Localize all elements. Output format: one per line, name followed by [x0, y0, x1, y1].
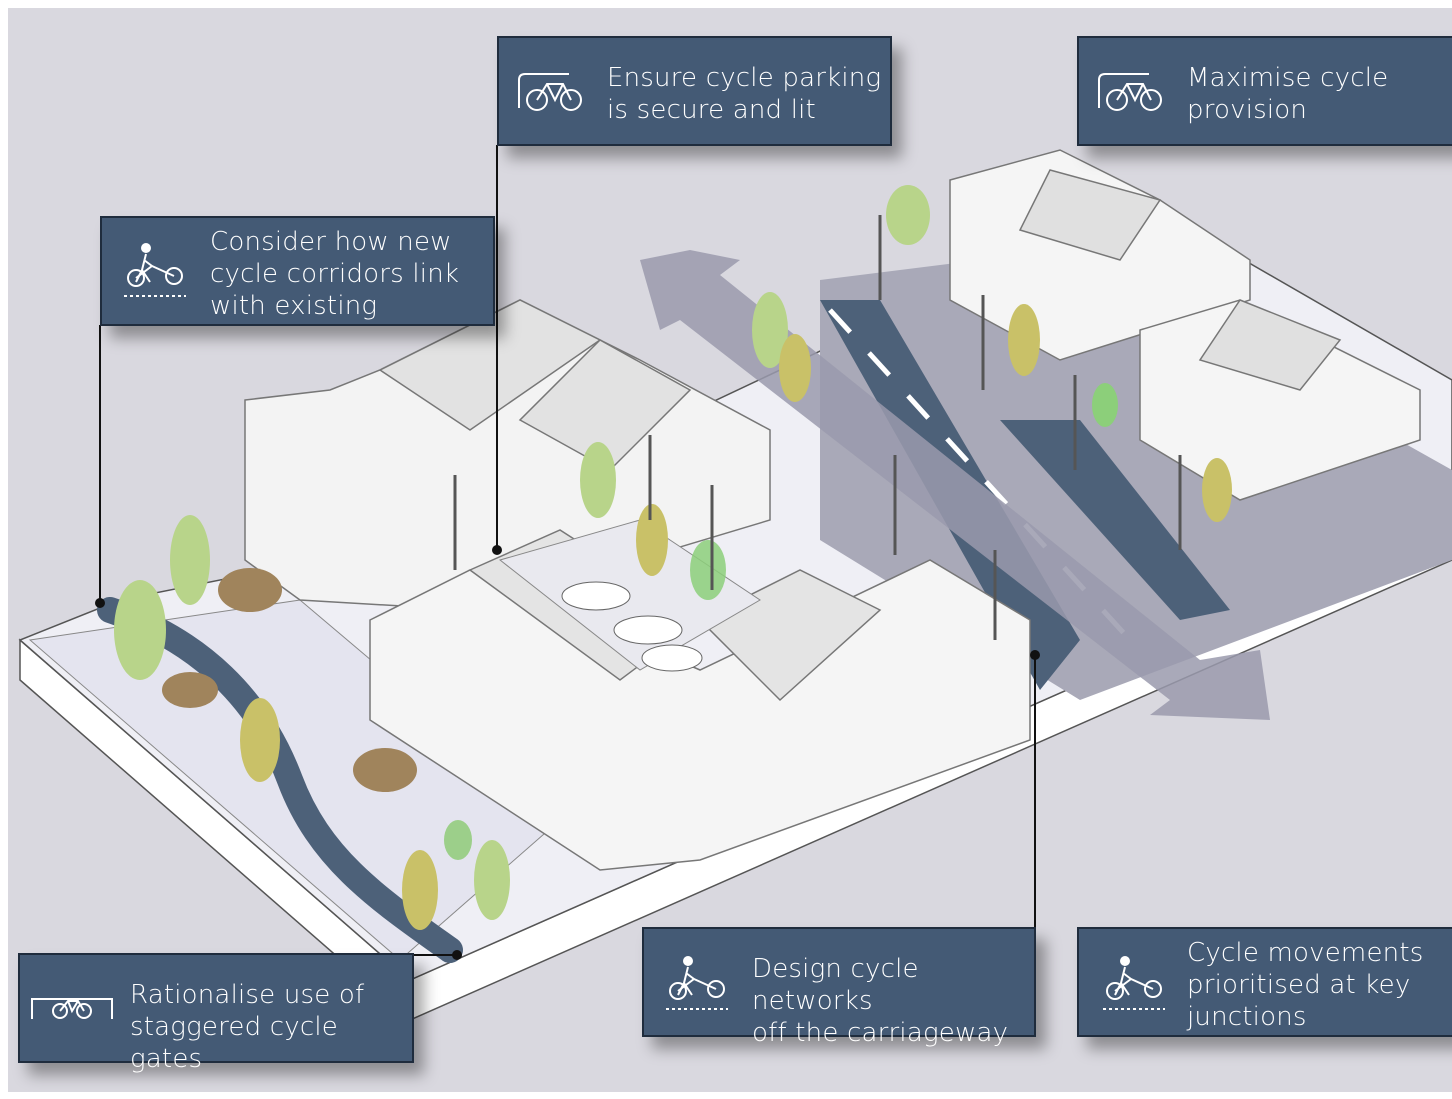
callout-maximise-provision: Maximise cycle provision [1077, 36, 1452, 146]
cycle-parking-icon [1095, 70, 1167, 118]
cycle-gate-icon [30, 991, 114, 1025]
callout-text: Consider how new cycle corridors link wi… [210, 227, 460, 321]
street-lamps [453, 215, 1182, 640]
callout-cycle-parking: Ensure cycle parking is secure and lit [497, 36, 892, 146]
callout-text: Design cycle networks off the carriagewa… [752, 954, 1009, 1048]
pedestrian-cyclist-icon [1101, 955, 1169, 1019]
callout-text: Ensure cycle parking is secure and lit [607, 63, 882, 125]
callout-networks-off-carriageway: Design cycle networks off the carriagewa… [642, 927, 1036, 1048]
callout-cycle-corridors: Consider how new cycle corridors link wi… [100, 216, 495, 326]
callout-text: Maximise cycle provision [1187, 63, 1389, 125]
callout-text: Rationalise use of staggered cycle gates [130, 980, 365, 1074]
pedestrian-cyclist-icon [122, 242, 190, 306]
leader-dots [95, 545, 1040, 960]
leader-lines [99, 145, 1036, 956]
pedestrian-cyclist-icon [664, 955, 732, 1019]
cycle-parking-icon [515, 70, 587, 118]
callout-junction-priority: Cycle movements prioritised at key junct… [1077, 927, 1452, 1037]
callout-text: Cycle movements prioritised at key junct… [1187, 938, 1424, 1032]
callout-staggered-gates: Rationalise use of staggered cycle gates [18, 953, 414, 1074]
park-cycle-path [97, 597, 463, 963]
trees [114, 185, 1232, 930]
cycle-lane-right [1000, 420, 1230, 620]
